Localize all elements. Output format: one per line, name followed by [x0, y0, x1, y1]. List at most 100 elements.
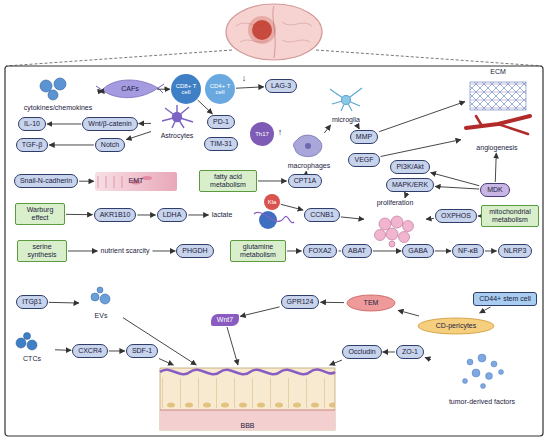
- cell-circle: Kla: [264, 194, 280, 210]
- node-label: SDF-1: [132, 347, 152, 355]
- histone-icon: [254, 211, 294, 229]
- connector-arrow: [495, 153, 497, 182]
- trend-arrow: ↓: [242, 74, 247, 83]
- molecule-pill: MMP: [350, 130, 378, 144]
- cell-box: CD44+ stem cell: [473, 292, 537, 306]
- connector-arrow: [426, 218, 434, 220]
- illustrated-node: ECM: [466, 68, 530, 112]
- node-label: fatty acid metabolism: [203, 173, 253, 189]
- node-label: CCNB1: [310, 211, 334, 219]
- connector-arrow: [55, 349, 71, 351]
- tumor-cell-cluster: [375, 216, 414, 247]
- connector-arrow: [137, 214, 155, 215]
- node-label: Astrocytes: [161, 132, 194, 140]
- node-label: LAG-3: [271, 82, 291, 90]
- connector-arrow: [236, 87, 264, 88]
- pericyte-cell: [418, 318, 494, 334]
- vessel-icon: [466, 116, 530, 134]
- tem-cell: [347, 295, 395, 311]
- connector-arrow: [258, 180, 287, 181]
- cell-circle: CD8+ T cell: [171, 74, 201, 104]
- illustrated-node: Astrocytes: [152, 106, 202, 140]
- connector-arrow: [227, 327, 238, 365]
- illustrated-node: macrophages: [280, 134, 338, 170]
- connector-arrow: [188, 214, 208, 215]
- node-label: mitochondrial metabolism: [485, 208, 535, 224]
- illustrated-node: cytokines/chemokines: [18, 76, 98, 112]
- molecule-pill: Occludin: [342, 345, 381, 359]
- node-label: NF-κB: [458, 247, 478, 255]
- pathway-box: serine synthesis: [17, 240, 67, 262]
- node-label: macrophages: [288, 162, 330, 170]
- node-label: EMT: [129, 177, 144, 185]
- illustrated-node: tumor-derived factors: [432, 350, 532, 406]
- connector-arrow: [383, 351, 395, 352]
- connector-arrow: [79, 181, 94, 182]
- connector-arrow: [478, 215, 480, 216]
- node-label: BBB: [240, 422, 254, 430]
- text-node: nutrient scarcity: [98, 246, 151, 256]
- cell-circle: Th17: [250, 122, 274, 146]
- connector-arrow: [123, 318, 196, 365]
- node-label: CPT1A: [294, 177, 317, 185]
- connector-arrow: [66, 214, 93, 215]
- zoom-lines: [6, 50, 542, 66]
- macrophage-icon: [294, 135, 322, 156]
- node-label: Wnt7: [217, 316, 233, 324]
- molecule-pill: Notch: [95, 138, 125, 152]
- molecule-pill: LAG-3: [265, 79, 297, 93]
- node-label: glutamine metabolism: [234, 243, 282, 259]
- node-label: IL-10: [24, 120, 40, 128]
- connector-arrow: [330, 360, 342, 365]
- microglia-icon: [330, 88, 362, 111]
- node-label: MMP: [356, 133, 372, 141]
- connector-arrow: [49, 302, 79, 304]
- node-label: CD8+ T cell: [173, 83, 199, 96]
- molecule-pill: FOXA2: [303, 244, 338, 258]
- molecule-pill: NLRP3: [498, 244, 533, 258]
- connector-arrow: [485, 250, 497, 251]
- connector-arrow: [338, 250, 341, 251]
- node-label: Wnt/β-catenin: [88, 120, 131, 128]
- pathway-box: glutamine metabolism: [230, 240, 286, 262]
- molecule-pill: IL-10: [18, 117, 46, 131]
- connector-arrow: [324, 125, 330, 133]
- caf-icon: [96, 80, 164, 98]
- molecule-pill: PD-1: [207, 115, 235, 129]
- illustrated-node: angiogenesis: [462, 112, 532, 152]
- node-label: ZO-1: [402, 348, 418, 356]
- ligand-shape: Wnt7: [211, 314, 239, 326]
- bbb-illustration: [160, 368, 335, 430]
- connector-arrow: [405, 193, 407, 198]
- illustrated-node: proliferation: [365, 199, 425, 246]
- pathway-box: fatty acid metabolism: [199, 170, 257, 192]
- connector-arrow: [126, 132, 151, 140]
- molecule-pill: GABA: [402, 244, 433, 258]
- connector-arrow: [287, 250, 302, 251]
- node-label: GPR124: [287, 298, 314, 306]
- illustrated-node: EVs: [80, 287, 122, 320]
- ev-icon: [91, 287, 110, 304]
- node-label: ITGβ1: [22, 298, 42, 306]
- node-label: CXCR4: [78, 347, 102, 355]
- brain-icon: [226, 4, 322, 60]
- molecule-pill: MDK: [480, 183, 510, 197]
- connector-arrow: [435, 186, 479, 189]
- molecule-pill: Wnt/β-catenin: [82, 117, 137, 131]
- ctc-icon: [16, 333, 37, 351]
- connector-arrow: [425, 357, 431, 359]
- node-label: TIM-31: [210, 140, 232, 148]
- node-label: CD-pericytes: [436, 322, 476, 330]
- tumor-factor-dots: [463, 354, 504, 389]
- connector-arrow: [99, 91, 103, 92]
- node-label: lactate: [212, 211, 233, 219]
- connector-arrow: [109, 350, 125, 351]
- text-node: lactate: [210, 210, 235, 220]
- node-label: TGF-β: [22, 141, 42, 149]
- pathway-box: Warburg effect: [15, 203, 65, 225]
- pathway-box: mitochondrial metabolism: [481, 205, 539, 227]
- molecule-pill: TIM-31: [204, 137, 238, 151]
- node-label: VEGF: [354, 156, 373, 164]
- node-label: tumor-derived factors: [449, 398, 515, 406]
- molecule-pill: TGF-β: [16, 138, 48, 152]
